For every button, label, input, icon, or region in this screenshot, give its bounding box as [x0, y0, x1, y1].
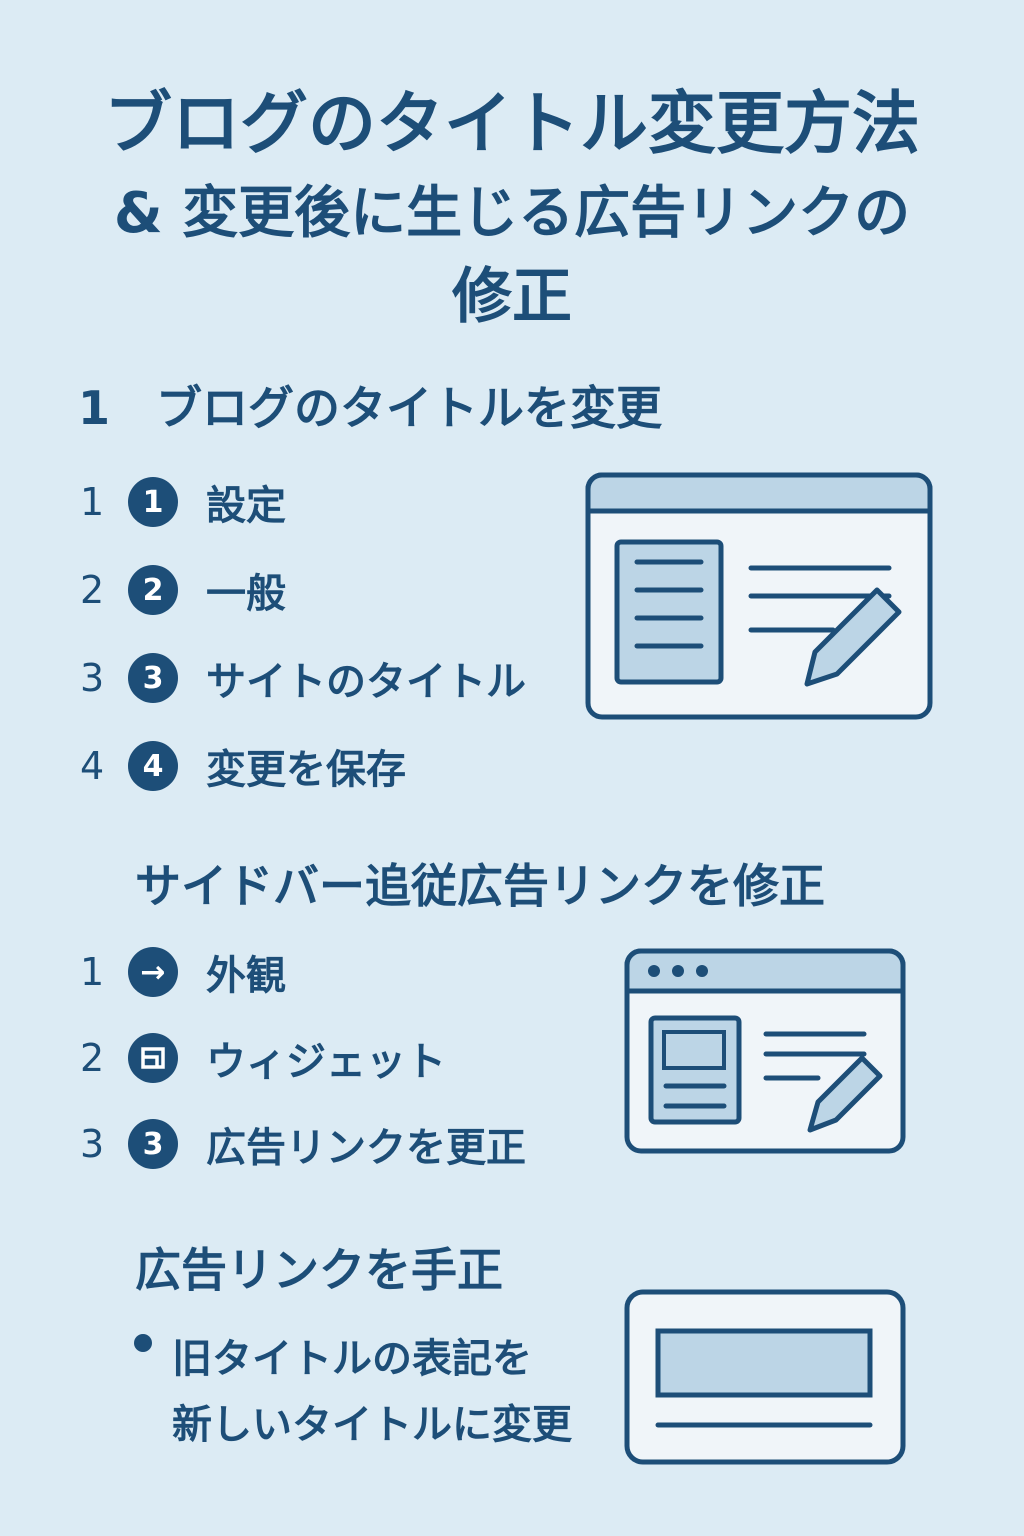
step-number: 4 [80, 744, 105, 788]
step-2: 2 ウィジェット [80, 1030, 446, 1086]
step-label: 変更を保存 [206, 747, 406, 793]
section1-number: 1 [78, 381, 111, 435]
subtitle-line-2: 修正 [452, 262, 572, 332]
step-label: 外観 [206, 953, 286, 999]
step-number: 2 [80, 1036, 105, 1080]
section1-title: ブログのタイトルを変更 [156, 381, 663, 435]
step-3: 3 3 広告リンクを更正 [80, 1116, 526, 1172]
bullet-line-1: 旧タイトルの表記を [172, 1336, 532, 1382]
main-title: ブログのタイトル変更方法 [103, 85, 920, 164]
settings-window-illustration [585, 472, 933, 720]
widget-icon [128, 1033, 178, 1083]
step-badge: 2 [128, 565, 178, 615]
step-number: 1 [80, 480, 105, 524]
step-2: 2 2 一般 [80, 562, 286, 618]
step-4: 4 4 変更を保存 [80, 738, 406, 794]
bullet-line-2: 新しいタイトルに変更 [172, 1402, 572, 1448]
step-number: 2 [80, 568, 105, 612]
step-label: 一般 [206, 571, 286, 617]
step-badge: 4 [128, 741, 178, 791]
text-field-illustration [624, 1289, 906, 1465]
step-label: 設定 [206, 483, 286, 529]
widget-window-illustration [624, 948, 906, 1154]
bullet-icon [134, 1334, 152, 1352]
step-number: 1 [80, 950, 105, 994]
section3-heading: 広告リンクを手正 [135, 1243, 503, 1297]
step-number: 3 [80, 1122, 105, 1166]
step-label: 広告リンクを更正 [206, 1125, 526, 1171]
step-number: 3 [80, 656, 105, 700]
step-3: 3 3 サイトのタイトル [80, 650, 526, 706]
step-badge: 1 [128, 477, 178, 527]
step-badge: 3 [128, 653, 178, 703]
arrow-right-icon: → [128, 947, 178, 997]
subtitle-line: & 変更後に生じる広告リンクの [113, 181, 911, 246]
step-label: ウィジェット [206, 1039, 446, 1085]
step-badge: 3 [128, 1119, 178, 1169]
section1-heading: 1 ブログのタイトルを変更 [78, 372, 662, 438]
step-label: サイトのタイトル [206, 659, 526, 705]
section2-heading: サイドバー追従広告リンクを修正 [135, 859, 825, 913]
step-1: 1 → 外観 [80, 944, 286, 1000]
step-1: 1 1 設定 [80, 474, 286, 530]
